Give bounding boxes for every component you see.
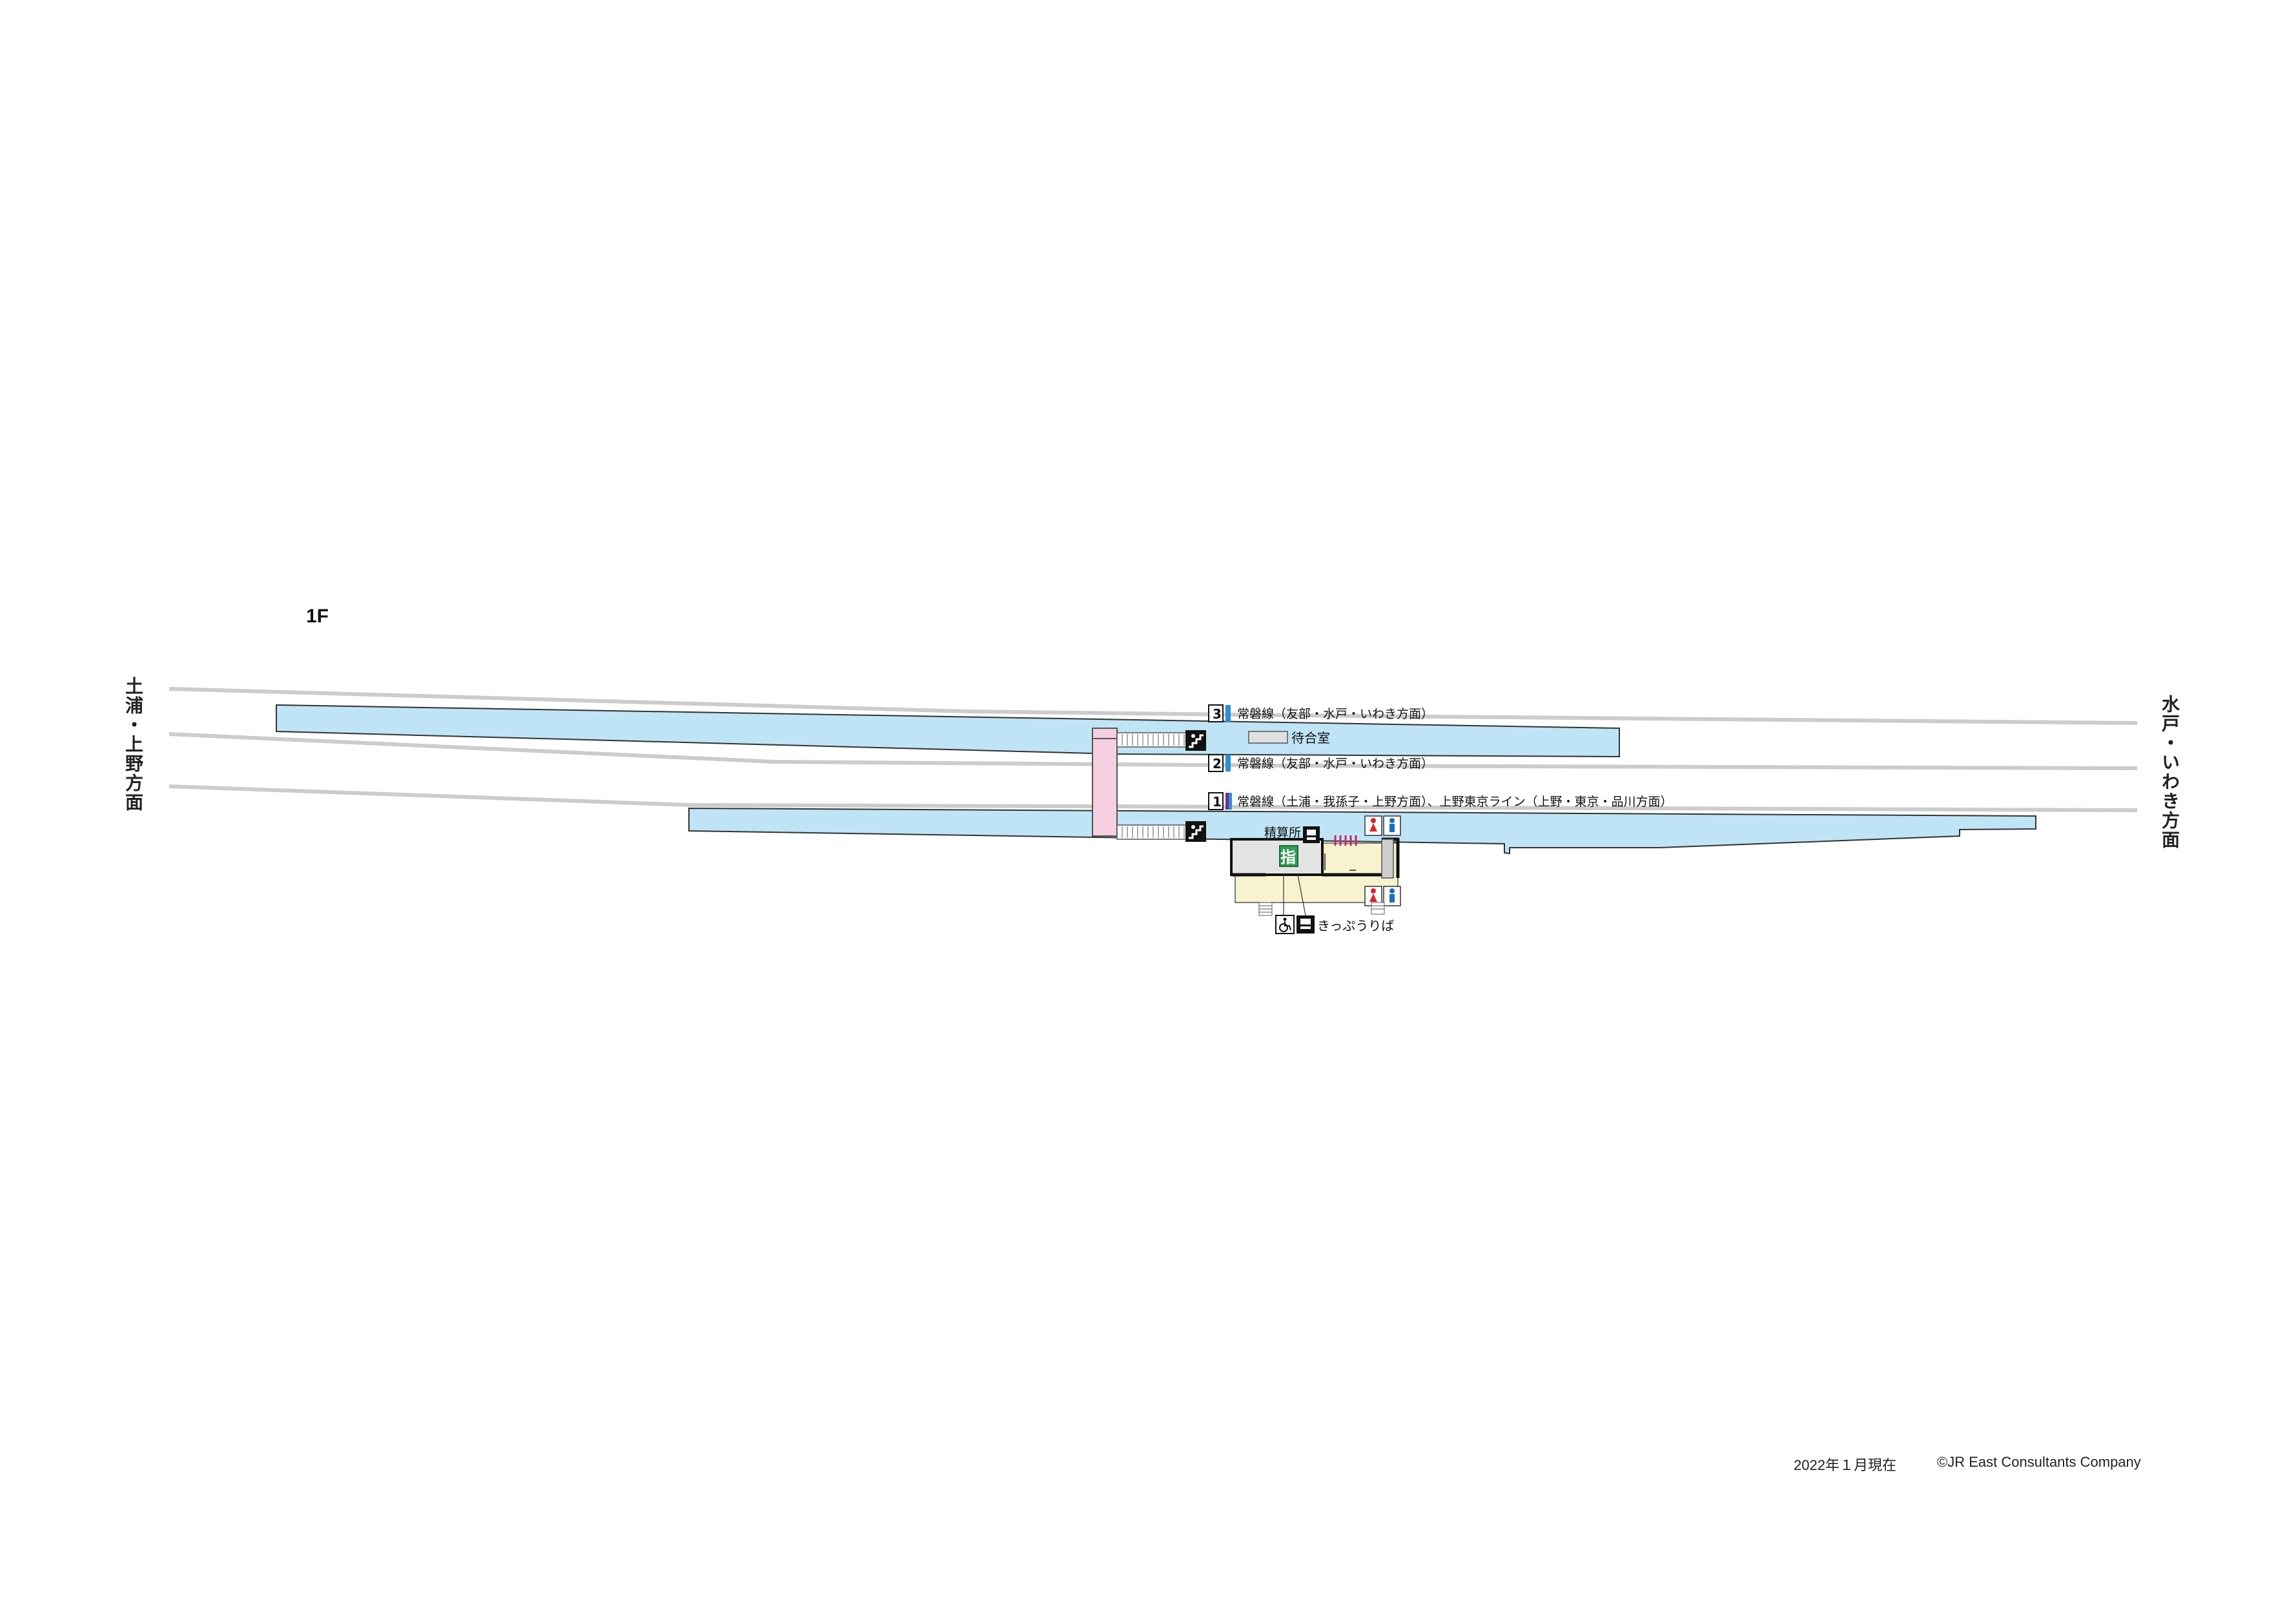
platform-line-label: 常磐線（土浦・我孫子・上野方面）、上野東京ライン（上野・東京・品川方面）: [1237, 795, 1673, 809]
toilet-women-icon: [1364, 815, 1382, 836]
platform-1-sign: 1 常磐線（土浦・我孫子・上野方面）、上野東京ライン（上野・東京・品川方面）: [1208, 792, 1673, 810]
platform-island: [276, 704, 1620, 758]
direction-label-right: 水戸・いわき方面: [2159, 695, 2180, 850]
platform-2-sign: 2 常磐線（友部・水戸・いわき方面）: [1208, 754, 1433, 772]
line-color-bar: [1225, 705, 1231, 722]
stairs-icon: [1185, 821, 1206, 842]
ticket-office-icon: [1279, 845, 1298, 867]
ticket-gates: [1334, 835, 1357, 846]
wheelchair-icon: [1275, 915, 1295, 934]
leader-lines: [1283, 874, 1306, 917]
toilet-men-icon: [1383, 886, 1401, 906]
ticket-machine-icon: [1303, 826, 1320, 843]
platform-3-sign: 3 常磐線（友部・水戸・いわき方面）: [1208, 704, 1433, 722]
station-office: [1230, 838, 1324, 876]
platform-line-label: 常磐線（友部・水戸・いわき方面）: [1237, 707, 1433, 721]
footer-copyright: ©JR East Consultants Company: [1937, 1454, 2141, 1470]
line-color-bar: [1225, 793, 1229, 810]
corridor: [1381, 839, 1394, 879]
platform-number: 1: [1213, 794, 1222, 810]
track-2: [169, 732, 2138, 770]
tracks: [169, 687, 2138, 812]
stairs-icon: [1185, 730, 1206, 751]
footbridge-top: [1092, 728, 1118, 739]
stairs-lower: [1116, 824, 1190, 840]
direction-label-left: 土浦・上野方面: [123, 677, 144, 812]
line-color-bar: [1225, 755, 1231, 771]
station-building: 指 精算所: [1230, 815, 1401, 934]
ticket-office-label: 指: [1280, 848, 1296, 866]
track-3: [169, 687, 2138, 725]
fare-adjustment-label: 精算所: [1264, 826, 1301, 840]
waiting-room: [1248, 731, 1288, 744]
line-color-bar-2: [1229, 793, 1232, 810]
stairs-upper: [1116, 732, 1190, 748]
platform-line-label: 常磐線（友部・水戸・いわき方面）: [1237, 757, 1433, 771]
floor-label: 1F: [306, 606, 329, 627]
platform-side: [688, 807, 2036, 855]
track-1: [169, 784, 2138, 812]
footer-date: 2022年１月現在: [1794, 1457, 1896, 1473]
footbridge: [1092, 728, 1118, 837]
toilet-men-icon: [1383, 815, 1401, 836]
waiting-room-label: 待合室: [1291, 730, 1330, 746]
platform-number: 3: [1213, 706, 1222, 722]
ticket-counter-label: きっぷうりば: [1317, 918, 1394, 934]
ticket-machine-icon: [1297, 915, 1315, 934]
entrance-steps: [1258, 902, 1385, 916]
platform-number: 2: [1213, 756, 1222, 771]
